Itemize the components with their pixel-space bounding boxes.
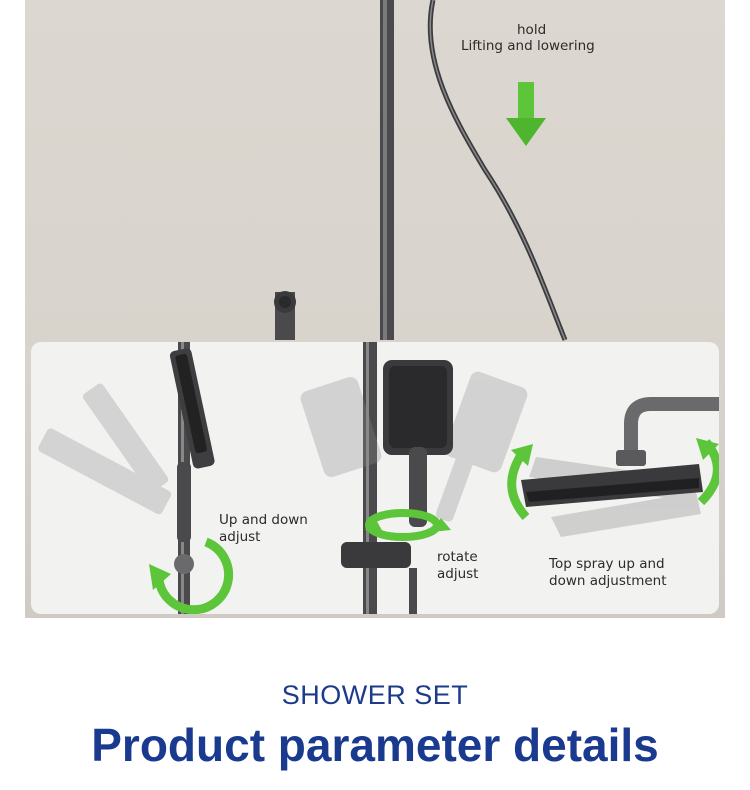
feature-3-label-line1: Top spray up and [549,556,665,572]
hold-label: hold [517,22,547,38]
shower-rail-illustration [274,0,568,341]
lifting-lowering-label: Lifting and lowering [461,38,595,54]
arrow-down-icon [506,82,546,146]
section-title: Product parameter details [91,719,659,771]
feature-2-label-line1: rotate [437,549,478,565]
feature-panel: Up and down adjust rotate adjust Top spr… [31,342,719,614]
feature-1-label-line2: adjust [219,529,261,545]
feature-3-label-line2: down adjustment [549,573,667,589]
feature-1-label-line1: Up and down [219,512,308,528]
section-subtitle: SHOWER SET [281,680,469,710]
hero-image: hold Lifting and lowering [25,0,725,618]
feature-2-label-line2: adjust [437,566,479,582]
feature-illustrations [38,342,719,614]
